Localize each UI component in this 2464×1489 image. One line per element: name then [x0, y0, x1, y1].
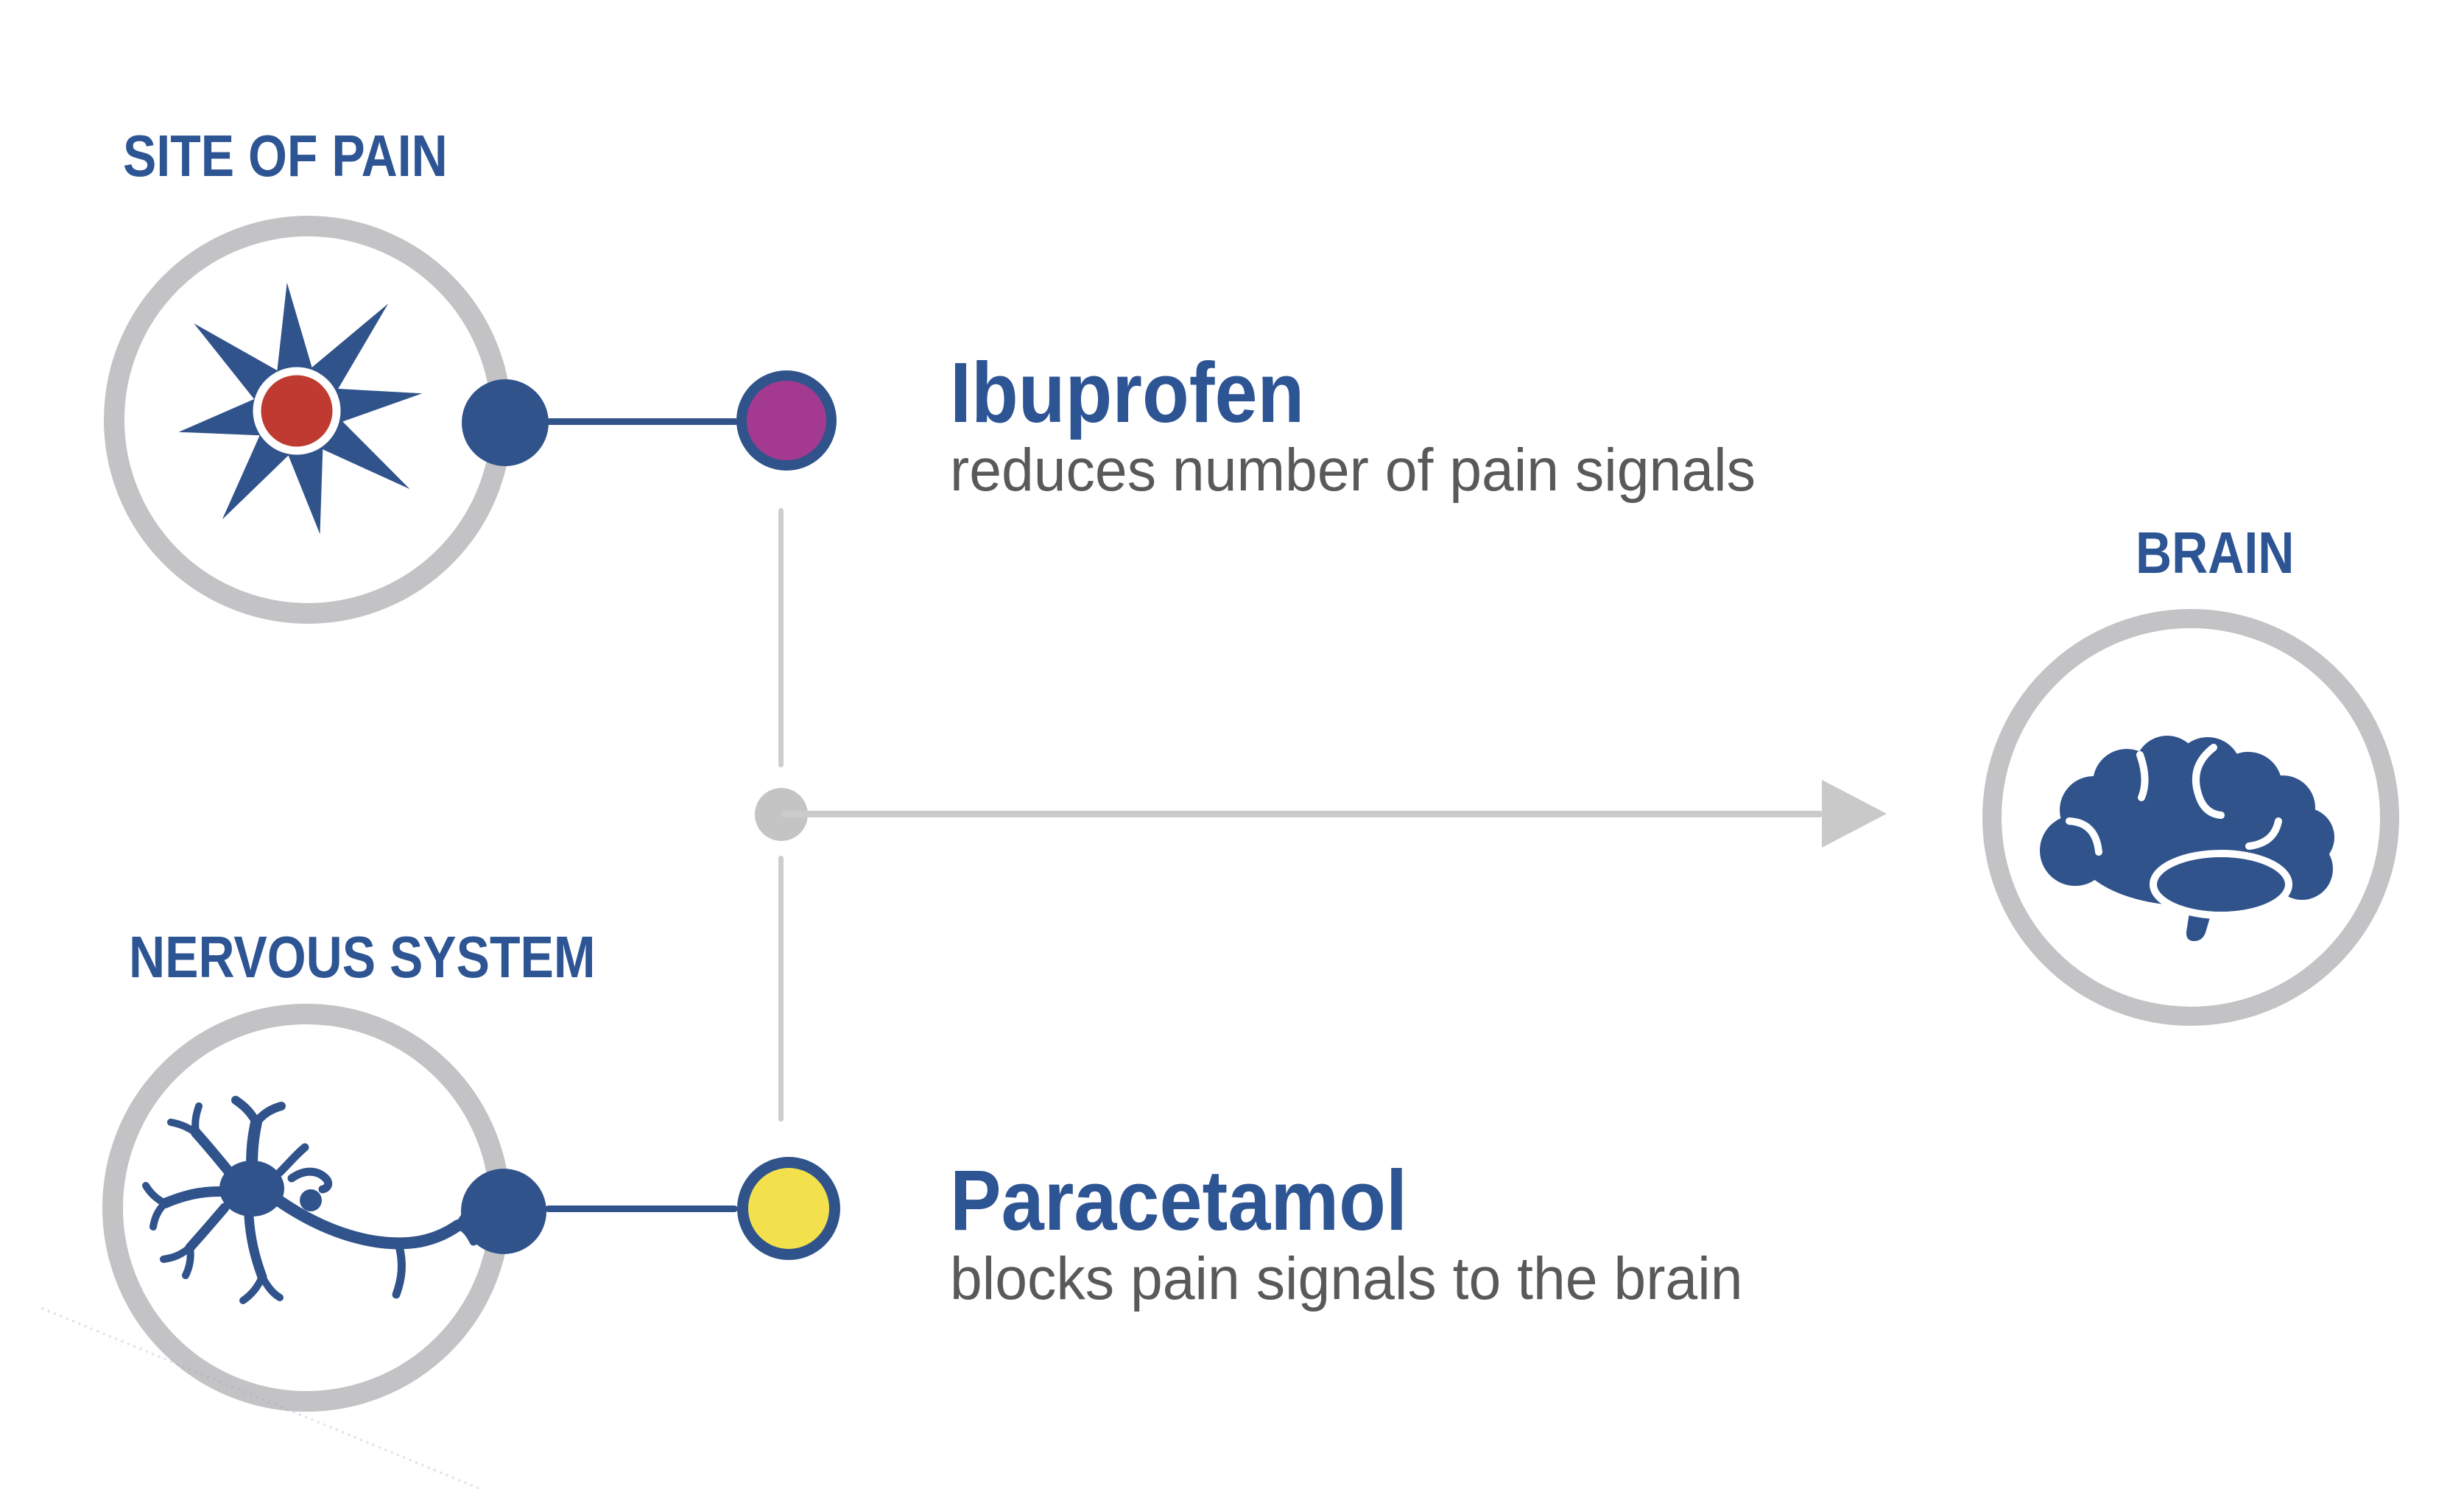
arrow-right-icon: [1822, 780, 1887, 848]
ibuprofen-marker-dot: [736, 370, 837, 471]
pathway-arrow-line: [781, 811, 1823, 817]
site-connector-dot: [462, 379, 549, 466]
neuron-icon: [142, 1096, 478, 1304]
pathway-vertical-line-upper: [778, 508, 784, 767]
cerebellum: [2150, 850, 2292, 919]
paracetamol-description: blocks pain signals to the brain: [950, 1245, 1743, 1312]
neuron-dendrites: [142, 1096, 333, 1304]
nervous-connector-line: [545, 1205, 738, 1212]
brain-icon: [2040, 736, 2334, 946]
neuron-axon-hillock: [300, 1189, 322, 1211]
site-of-pain-label: SITE OF PAIN: [123, 123, 448, 189]
neuron-soma: [219, 1161, 284, 1217]
nervous-connector-dot: [461, 1169, 546, 1254]
brain-sulci: [2066, 744, 2282, 856]
paracetamol-marker-dot: [737, 1157, 840, 1260]
pain-center-dot: [253, 367, 341, 455]
brain-label: BRAIN: [2136, 520, 2295, 585]
pain-starburst-icon: [178, 282, 423, 535]
ibuprofen-description: reduces number of pain signals: [950, 437, 1756, 504]
neuron-axon: [272, 1194, 478, 1299]
paracetamol-title: Paracetamol: [950, 1152, 1407, 1248]
pathway-vertical-line-lower: [778, 856, 784, 1122]
site-connector-line: [546, 418, 739, 425]
nervous-system-label: NERVOUS SYSTEM: [129, 924, 596, 990]
ibuprofen-title: Ibuprofen: [950, 345, 1305, 440]
